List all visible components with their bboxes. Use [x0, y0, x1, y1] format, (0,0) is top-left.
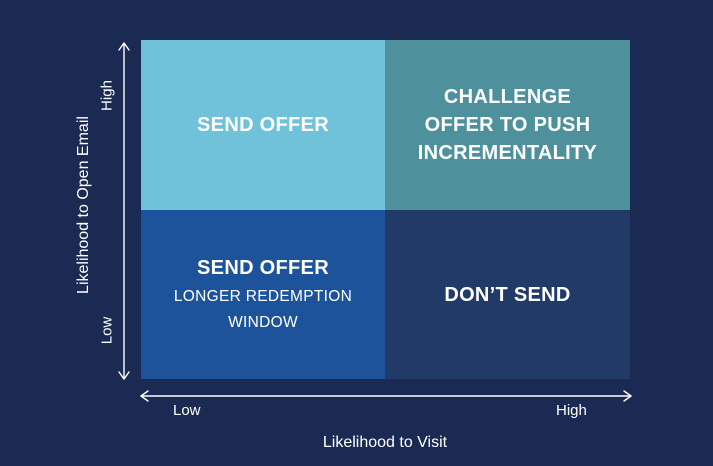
- y-axis-arrow-bottom-icon: [118, 371, 130, 380]
- y-axis-low-label: Low: [98, 316, 116, 345]
- y-axis-high-label: High: [98, 80, 116, 111]
- quadrant-title: DON’T SEND: [444, 283, 571, 306]
- quadrant-top-right: CHALLENGE OFFER TO PUSH INCREMENTALITY: [385, 40, 630, 210]
- quadrant-title: CHALLENGE OFFER TO PUSH INCREMENTALITY: [417, 86, 598, 164]
- y-axis-arrow-top-icon: [118, 42, 130, 51]
- quadrant-bottom-right: DON’T SEND: [385, 210, 630, 379]
- quadrant-title: SEND OFFER: [197, 256, 329, 279]
- quadrant-bottom-left: SEND OFFER LONGER REDEMPTION WINDOW: [141, 210, 385, 379]
- quadrant-top-left: SEND OFFER: [141, 40, 385, 210]
- x-axis-low-label: Low: [173, 402, 201, 419]
- x-axis-title: Likelihood to Visit: [322, 434, 448, 451]
- quadrant-title: SEND OFFER: [197, 114, 329, 136]
- quadrant-subtitle: LONGER REDEMPTION WINDOW: [173, 287, 353, 331]
- x-axis-high-label: High: [556, 402, 587, 419]
- y-axis-title: Likelihood to Open Email: [75, 116, 92, 294]
- x-axis-arrow-right-icon: [623, 390, 632, 402]
- x-axis-arrow-left-icon: [140, 390, 149, 402]
